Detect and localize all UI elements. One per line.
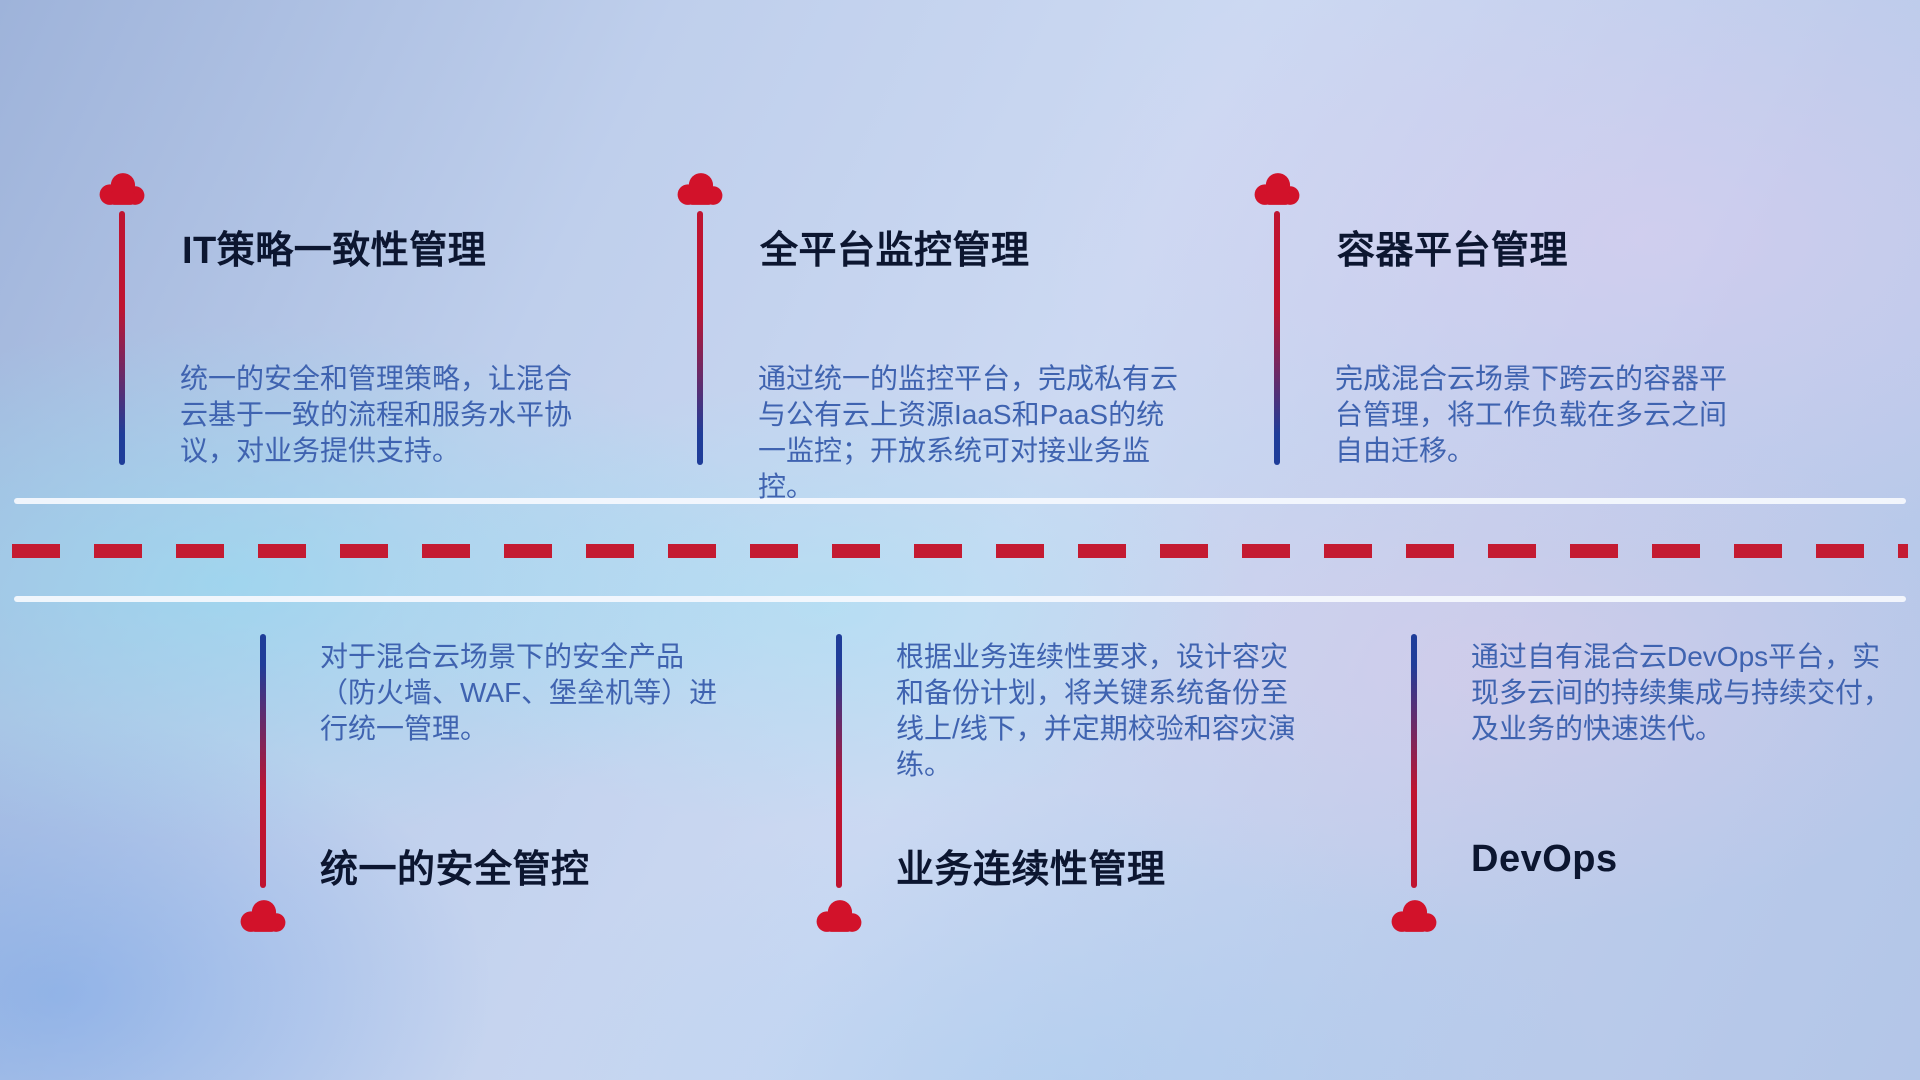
timeline-connector bbox=[836, 634, 842, 888]
item-description: 统一的安全和管理策略，让混合云基于一致的流程和服务水平协议，对业务提供支持。 bbox=[180, 363, 573, 466]
cloud-icon bbox=[235, 896, 291, 936]
item-devops: 通过自有混合云DevOps平台，实现多云间的持续集成与持续交付，及业务的快速迭代… bbox=[1386, 634, 1906, 974]
item-description: 对于混合云场景下的安全产品（防火墙、WAF、堡垒机等）进行统一管理。 bbox=[320, 641, 718, 744]
item-description: 通过自有混合云DevOps平台，实现多云间的持续集成与持续交付，及业务的快速迭代… bbox=[1471, 641, 1892, 744]
item-description: 完成混合云场景下跨云的容器平台管理，将工作负载在多云之间自由迁移。 bbox=[1335, 363, 1728, 466]
item-it-policy-consistency: IT策略一致性管理 统一的安全和管理策略，让混合云基于一致的流程和服务水平协议，… bbox=[94, 169, 614, 509]
timeline-connector bbox=[1411, 634, 1417, 888]
item-title: IT策略一致性管理 bbox=[182, 230, 487, 272]
timeline-connector bbox=[260, 634, 266, 888]
divider-dashed-line bbox=[12, 544, 1908, 558]
cloud-icon bbox=[1386, 896, 1442, 936]
timeline-connector bbox=[1274, 211, 1280, 465]
cloud-icon bbox=[672, 169, 728, 209]
item-container-platform: 容器平台管理 完成混合云场景下跨云的容器平台管理，将工作负载在多云之间自由迁移。 bbox=[1249, 169, 1769, 509]
item-full-platform-monitoring: 全平台监控管理 通过统一的监控平台，完成私有云与公有云上资源IaaS和PaaS的… bbox=[672, 169, 1192, 509]
item-description: 通过统一的监控平台，完成私有云与公有云上资源IaaS和PaaS的统一监控；开放系… bbox=[758, 363, 1179, 502]
timeline-connector bbox=[119, 211, 125, 465]
timeline-connector bbox=[697, 211, 703, 465]
item-description: 根据业务连续性要求，设计容灾和备份计划，将关键系统备份至线上/线下，并定期校验和… bbox=[896, 641, 1296, 780]
item-title: 容器平台管理 bbox=[1337, 230, 1569, 272]
item-unified-security: 对于混合云场景下的安全产品（防火墙、WAF、堡垒机等）进行统一管理。 统一的安全… bbox=[235, 634, 755, 974]
item-title: 全平台监控管理 bbox=[760, 230, 1030, 272]
item-title: 业务连续性管理 bbox=[896, 849, 1166, 891]
item-title: DevOps bbox=[1471, 838, 1618, 880]
item-business-continuity: 根据业务连续性要求，设计容灾和备份计划，将关键系统备份至线上/线下，并定期校验和… bbox=[811, 634, 1331, 974]
cloud-icon bbox=[1249, 169, 1305, 209]
divider-line-bottom bbox=[14, 596, 1906, 602]
item-title: 统一的安全管控 bbox=[320, 849, 590, 891]
cloud-icon bbox=[811, 896, 867, 936]
cloud-icon bbox=[94, 169, 150, 209]
divider-line-top bbox=[14, 498, 1906, 504]
